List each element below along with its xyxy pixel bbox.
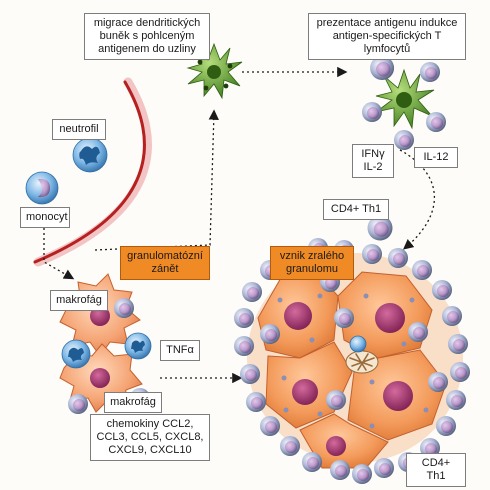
monocyte-cell xyxy=(25,171,59,205)
ifng-il2-label: IFNγ IL-2 xyxy=(352,144,394,178)
antigen-presentation-label: prezentace antigenu indukce antigen-spec… xyxy=(308,13,466,60)
tnf-label: TNFα xyxy=(160,340,200,361)
il12-label: IL-12 xyxy=(414,147,458,168)
arrow-dc-migration xyxy=(94,109,219,251)
neutrophil-cell xyxy=(72,137,108,173)
chemokines-label: chemokiny CCL2, CCL3, CCL5, CXCL8, CXCL9… xyxy=(90,414,210,461)
mature-granuloma xyxy=(234,238,470,484)
blood-vessel-wall xyxy=(33,80,146,264)
neutrophil-label: neutrofil xyxy=(52,119,106,140)
granulomatous-inflammation-label: granulomatózní zánět xyxy=(120,246,210,280)
dc-migration-label: migrace dendritických buněk s pohlceným … xyxy=(84,13,210,60)
monocyte-label: monocyt xyxy=(20,207,70,228)
macrophage-top-label: makrofág xyxy=(50,290,108,311)
arrow-tcell-to-granuloma xyxy=(399,149,436,250)
macrophage-bottom-label: makrofág xyxy=(104,392,162,413)
dendritic-cell-lymph-node xyxy=(375,68,435,130)
cd4-th1-top-label: CD4+ Th1 xyxy=(323,199,389,220)
arrow-monocyte-to-macrophage xyxy=(43,218,75,280)
cd4-th1-bottom-label: CD4+ Th1 xyxy=(406,453,466,487)
mature-granuloma-label: vznik zralého granulomu xyxy=(270,246,354,280)
